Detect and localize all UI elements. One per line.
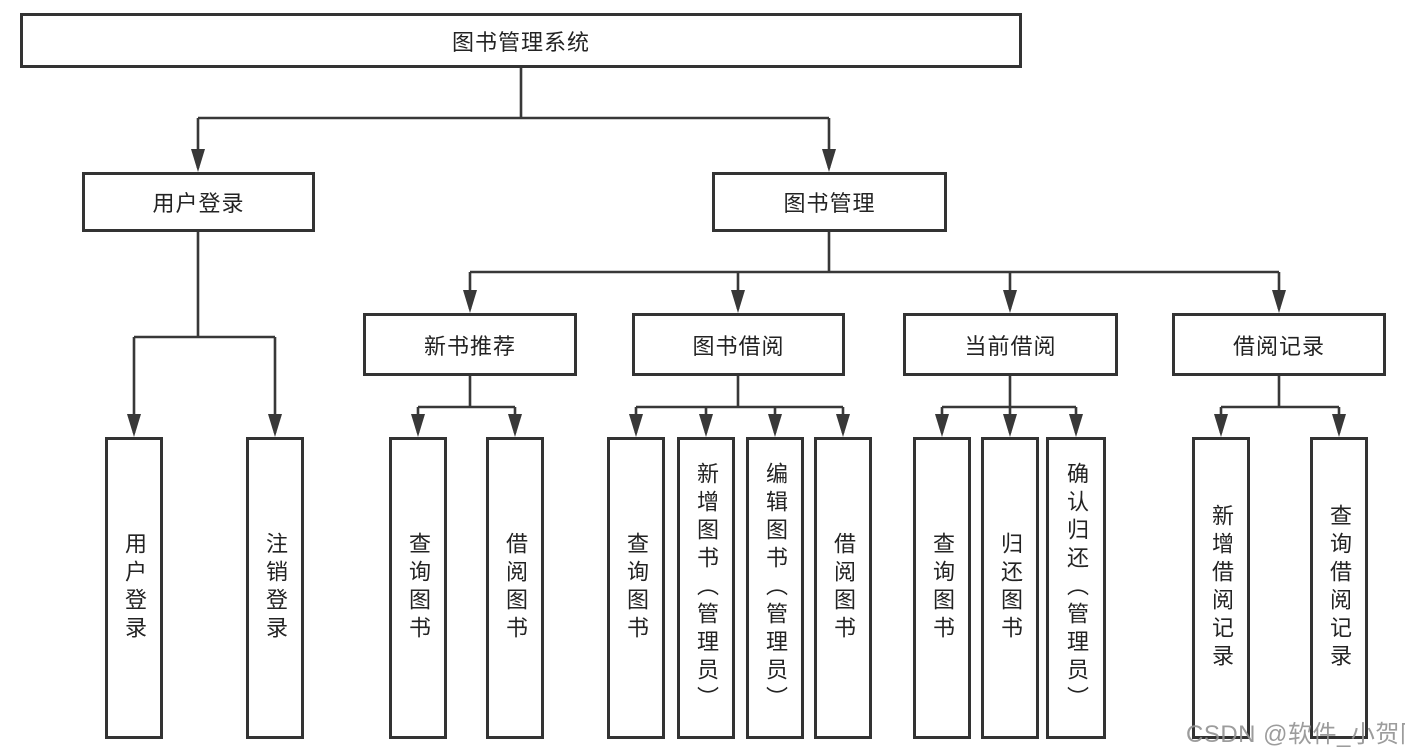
arrowhead — [836, 414, 850, 437]
arrowhead — [1003, 414, 1017, 437]
arrowhead — [411, 414, 425, 437]
leaf-edit-books-admin-label: 编辑图书（管理员） — [763, 462, 788, 714]
leaf-logout: 注销登录 — [246, 437, 304, 739]
leaf-query-books-recommend-label: 查询图书 — [406, 532, 431, 644]
node-borrow-records-label: 借阅记录 — [1232, 333, 1325, 359]
arrowhead — [1272, 290, 1286, 313]
node-book-management: 图书管理 — [712, 172, 947, 232]
node-user-login: 用户登录 — [82, 172, 315, 232]
leaf-query-books-borrowing: 查询图书 — [607, 437, 665, 739]
connector-book-management-children — [468, 232, 1281, 309]
node-current-borrowing-label: 当前借阅 — [964, 333, 1057, 359]
watermark: CSDN @软件_小贺同学 — [1186, 721, 1405, 747]
leaf-query-books-recommend: 查询图书 — [389, 437, 447, 739]
leaf-user-login: 用户登录 — [105, 437, 163, 739]
arrowhead — [1003, 290, 1017, 313]
leaf-query-borrow-record-label: 查询借阅记录 — [1327, 504, 1352, 672]
arrowhead — [629, 414, 643, 437]
leaf-query-books-current: 查询图书 — [913, 437, 971, 739]
leaf-borrow-books-borrowing-label: 借阅图书 — [831, 532, 856, 644]
leaf-query-borrow-record: 查询借阅记录 — [1310, 437, 1368, 739]
arrowhead — [508, 414, 522, 437]
connector-borrow-records-children — [1219, 376, 1341, 433]
arrowhead — [1214, 414, 1228, 437]
arrowhead — [699, 414, 713, 437]
arrowhead — [768, 414, 782, 437]
node-new-book-recommend: 新书推荐 — [363, 313, 577, 376]
leaf-add-books-admin-label: 新增图书（管理员） — [694, 462, 719, 714]
node-book-borrowing: 图书借阅 — [632, 313, 845, 376]
node-new-book-recommend-label: 新书推荐 — [423, 333, 516, 359]
leaf-confirm-return-admin: 确认归还（管理员） — [1046, 437, 1106, 739]
leaf-borrow-books-borrowing: 借阅图书 — [814, 437, 872, 739]
leaf-query-books-current-label: 查询图书 — [930, 532, 955, 644]
node-current-borrowing: 当前借阅 — [903, 313, 1118, 376]
leaf-user-login-label: 用户登录 — [122, 532, 147, 644]
leaf-add-borrow-record: 新增借阅记录 — [1192, 437, 1250, 739]
arrowhead — [1069, 414, 1083, 437]
leaf-confirm-return-admin-label: 确认归还（管理员） — [1064, 462, 1089, 714]
connector-book-borrowing-children — [634, 376, 845, 433]
node-book-borrowing-label: 图书借阅 — [692, 333, 785, 359]
leaf-borrow-books-recommend: 借阅图书 — [486, 437, 544, 739]
connector-new-book-recommend-children — [416, 376, 517, 433]
arrowhead — [822, 149, 836, 172]
arrowhead — [1332, 414, 1346, 437]
arrowhead — [191, 149, 205, 172]
arrowhead — [127, 414, 141, 437]
leaf-add-borrow-record-label: 新增借阅记录 — [1209, 504, 1234, 672]
connector-user-login-children — [132, 232, 277, 433]
node-borrow-records: 借阅记录 — [1172, 313, 1386, 376]
leaf-return-books-label: 归还图书 — [998, 532, 1023, 644]
leaf-return-books: 归还图书 — [981, 437, 1039, 739]
node-root: 图书管理系统 — [20, 13, 1022, 68]
leaf-add-books-admin: 新增图书（管理员） — [677, 437, 735, 739]
leaf-logout-label: 注销登录 — [263, 532, 288, 644]
arrowhead — [731, 290, 745, 313]
leaf-query-books-borrowing-label: 查询图书 — [624, 532, 649, 644]
arrowhead — [935, 414, 949, 437]
node-root-label: 图书管理系统 — [451, 29, 590, 55]
node-book-management-label: 图书管理 — [783, 191, 876, 216]
connector-root-to-level2 — [196, 68, 831, 168]
leaf-borrow-books-recommend-label: 借阅图书 — [503, 532, 528, 644]
node-user-login-label: 用户登录 — [152, 191, 245, 216]
arrowhead — [463, 290, 477, 313]
arrowhead — [268, 414, 282, 437]
leaf-edit-books-admin: 编辑图书（管理员） — [746, 437, 804, 739]
